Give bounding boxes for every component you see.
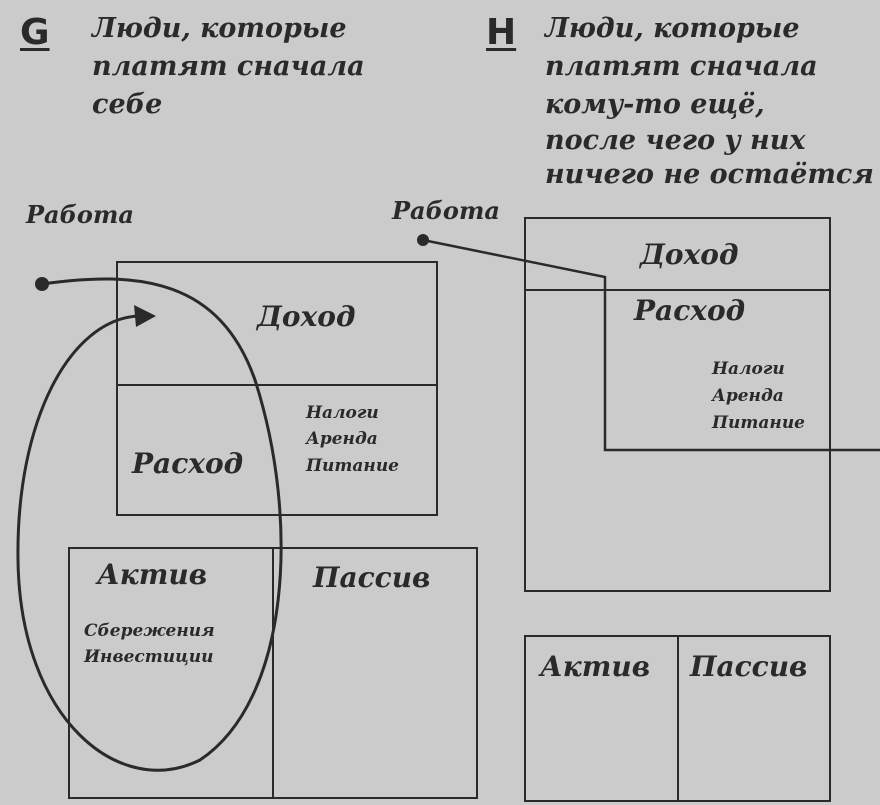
right-title-line-1: Люди, которые xyxy=(545,13,800,44)
left-expense-item-rent: Аренда xyxy=(306,429,378,449)
left-asset-item-investments: Инвестиции xyxy=(84,647,214,667)
right-title-line-3: кому-то ещё, xyxy=(545,89,765,120)
right-expense-label: Расход xyxy=(634,294,746,327)
right-assets-label: Актив xyxy=(540,650,651,683)
right-expense-item-rent: Аренда xyxy=(712,386,784,406)
left-expense-item-food: Питание xyxy=(306,456,399,476)
left-liabilities-label: Пассив xyxy=(313,561,431,594)
left-cashflow-loop xyxy=(16,277,283,772)
left-asset-item-savings: Сбережения xyxy=(84,621,215,641)
right-title-line-5: ничего не остаётся xyxy=(545,159,874,190)
right-expense-item-taxes: Налоги xyxy=(712,359,785,379)
left-expense-label: Расход xyxy=(132,447,244,480)
right-work-label: Работа xyxy=(392,196,500,225)
left-flow-arrowhead xyxy=(134,305,156,327)
right-title-line-4: после чего у них xyxy=(545,125,806,156)
right-expense-item-food: Питание xyxy=(712,413,805,433)
left-expense-item-taxes: Налоги xyxy=(306,403,379,423)
left-work-label: Работа xyxy=(26,200,134,229)
right-income-statement-box xyxy=(524,217,831,592)
left-assets-label: Актив xyxy=(97,558,208,591)
right-panel-letter: H xyxy=(486,12,517,53)
left-title-line-2: платят сначала xyxy=(92,51,365,82)
left-panel-letter: G xyxy=(20,12,50,53)
right-income-label: Доход xyxy=(640,238,739,271)
left-income-label: Доход xyxy=(257,300,356,333)
left-income-statement-box xyxy=(116,261,438,516)
right-liabilities-label: Пассив xyxy=(690,650,808,683)
right-cashflow-line xyxy=(422,238,880,452)
left-title-line-1: Люди, которые xyxy=(92,13,347,44)
left-title-line-3: себе xyxy=(92,89,163,120)
right-title-line-2: платят сначала xyxy=(545,51,818,82)
